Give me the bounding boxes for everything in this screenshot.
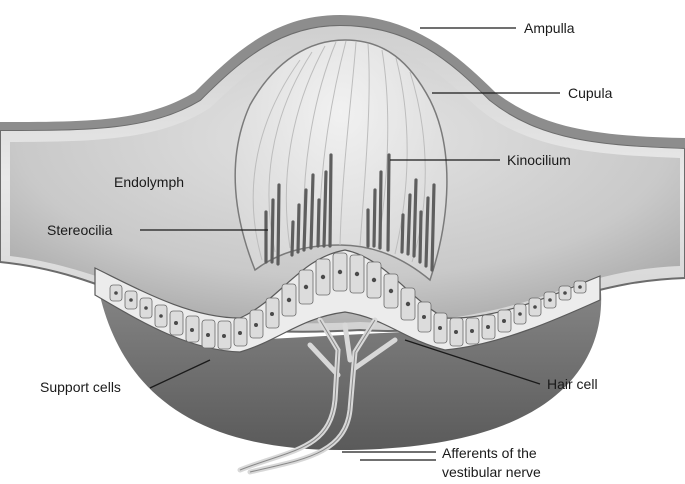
ampulla-wall <box>0 15 685 148</box>
support-cells-leader <box>149 359 211 389</box>
label-hair-cell: Hair cell <box>547 376 598 392</box>
cupula <box>234 39 448 282</box>
label-afferents-line2: vestibular nerve <box>442 464 541 480</box>
label-stereocilia: Stereocilia <box>47 222 113 238</box>
hair-cell-leader <box>404 339 541 385</box>
label-support-cells: Support cells <box>40 379 121 395</box>
hair-bundles <box>264 153 436 272</box>
afferents-leader <box>342 451 436 461</box>
cell-nuclei <box>114 269 582 338</box>
label-cupula: Cupula <box>568 85 613 101</box>
label-kinocilium: Kinocilium <box>507 152 571 168</box>
label-endolymph: Endolymph <box>114 174 184 190</box>
label-ampulla: Ampulla <box>524 20 575 36</box>
label-afferents-line1: Afferents of the <box>442 445 537 461</box>
